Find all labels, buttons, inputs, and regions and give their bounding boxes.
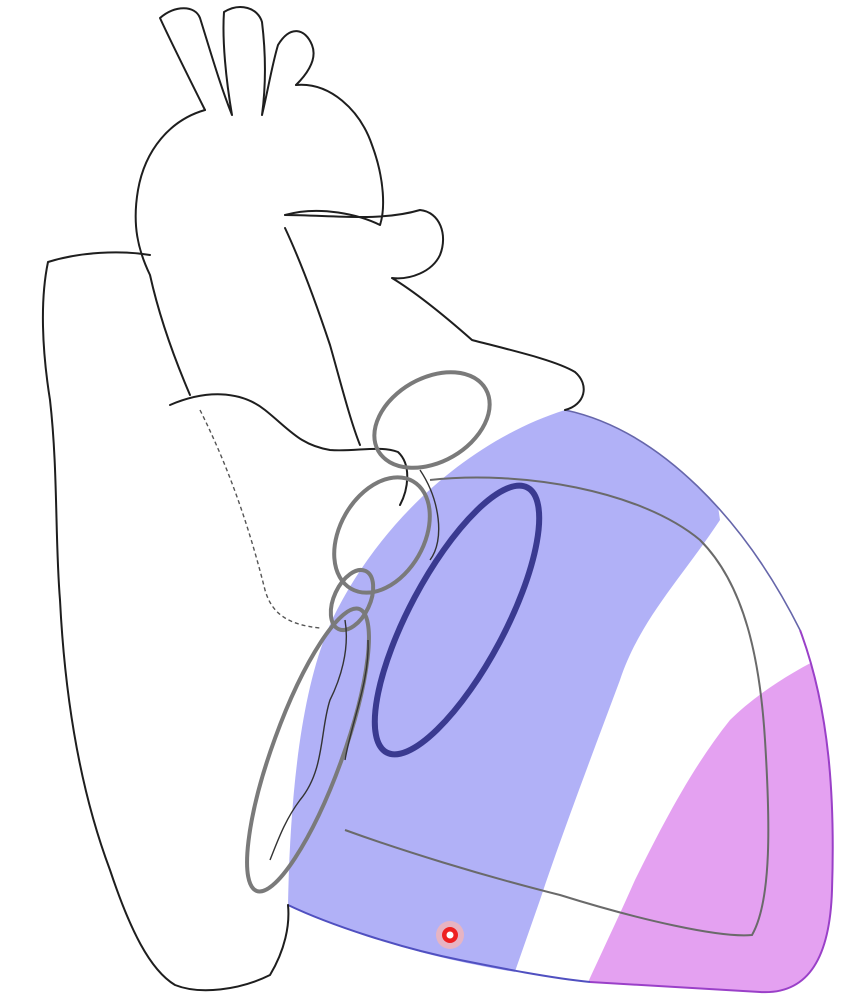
valve-rings: [245, 370, 492, 894]
septum-dashed-line: [199, 409, 321, 629]
interior-lines: [269, 469, 440, 861]
aortic-valve-ring: [332, 475, 432, 595]
coronary-sulcus: [169, 393, 409, 506]
pulmonary-valve-ring: [372, 370, 492, 470]
tricuspid-ring-small: [328, 568, 376, 632]
magenta-region: [580, 640, 833, 993]
right-atrium: [41, 251, 290, 992]
aortic-arch: [134, 83, 385, 396]
red-marker: [436, 921, 464, 949]
aorta-branches: [159, 6, 315, 116]
mitral-valve-ring: [371, 482, 543, 758]
pulmonary-trunk: [284, 209, 585, 446]
shaded-regions: [288, 410, 833, 993]
tricuspid-valve-ring: [245, 606, 371, 894]
heart-outline: [41, 6, 585, 992]
inner-ventricle-outline: [344, 476, 770, 937]
ventricle-edges: [287, 409, 834, 994]
